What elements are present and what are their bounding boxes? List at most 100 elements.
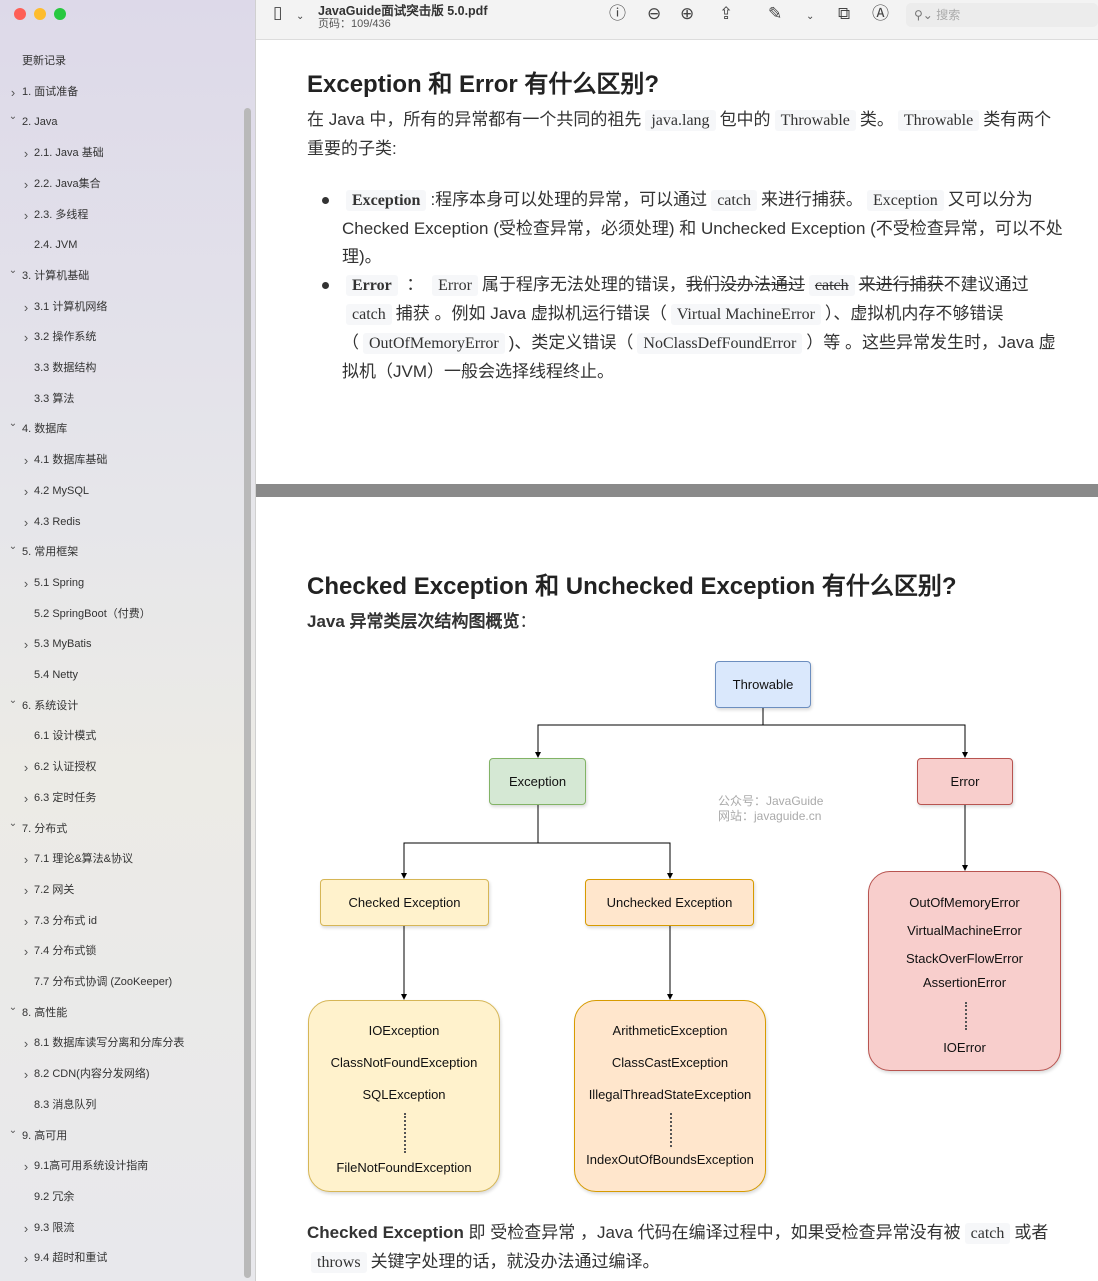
sidebar-item[interactable]: 9.2 冗余 — [34, 1190, 75, 1203]
sidebar-item[interactable]: 6.3 定时任务 — [34, 791, 97, 804]
sidebar-item[interactable]: 8. 高性能 — [22, 1006, 68, 1019]
chevron-right-icon[interactable]: › — [23, 207, 29, 223]
sidebar-item[interactable]: 3.3 数据结构 — [34, 362, 97, 374]
sidebar-item[interactable]: 2.2. Java集合 — [34, 177, 101, 190]
chevron-right-icon[interactable]: › — [23, 299, 29, 315]
inline-code: Exception — [866, 190, 944, 211]
sidebar-item[interactable]: 7.2 网关 — [34, 883, 75, 896]
chevron-right-icon[interactable]: › — [23, 790, 29, 806]
sidebar-item[interactable]: 8.1 数据库读写分离和分库分表 — [34, 1037, 185, 1050]
sidebar-item[interactable]: 更新记录 — [22, 55, 66, 67]
chevron-right-icon[interactable]: › — [10, 84, 16, 100]
chevron-right-icon[interactable]: › — [23, 944, 29, 960]
sidebar-item[interactable]: 6. 系统设计 — [22, 699, 79, 712]
inline-code: java.lang — [645, 110, 716, 131]
chevron-right-icon[interactable]: › — [23, 882, 29, 898]
search-icon: ⚲⌄ — [914, 8, 937, 22]
toolbar: ▯ ⌄ JavaGuide面试突击版 5.0.pdf 页码：109/436 ⓘ … — [256, 0, 1098, 40]
sidebar-item[interactable]: 5.1 Spring — [34, 576, 85, 589]
zoom-out-icon[interactable]: ⊖ — [647, 4, 662, 23]
chevron-right-icon[interactable]: › — [23, 575, 29, 591]
sidebar-item[interactable]: 2.4. JVM — [34, 239, 78, 252]
sidebar-item[interactable]: 7.3 分布式 id — [34, 914, 97, 927]
chevron-down-icon[interactable]: ⌄ — [8, 817, 18, 829]
sidebar-scrollbar[interactable] — [244, 108, 251, 1278]
page-separator — [256, 484, 1098, 497]
sidebar-item[interactable]: 3.1 计算机网络 — [34, 300, 108, 313]
chevron-right-icon[interactable]: › — [23, 453, 29, 469]
highlight-pen-icon[interactable]: ✎ — [768, 4, 783, 23]
rotate-icon[interactable]: ⧉ — [838, 4, 851, 23]
chevron-right-icon[interactable]: › — [23, 760, 29, 776]
chevron-right-icon[interactable]: › — [23, 1159, 29, 1175]
watermark-line: 网站：javaguide.cn — [718, 809, 822, 823]
info-icon[interactable]: ⓘ — [609, 4, 626, 23]
chevron-right-icon[interactable]: › — [23, 330, 29, 346]
sidebar-toggle-icon[interactable]: ▯ — [273, 3, 283, 22]
chevron-down-icon[interactable]: ⌄ — [8, 418, 18, 430]
page-indicator: 页码：109/436 — [318, 18, 391, 30]
sidebar-item[interactable]: 8.3 消息队列 — [34, 1098, 97, 1111]
sidebar-item[interactable]: 4.3 Redis — [34, 515, 81, 528]
chevron-right-icon[interactable]: › — [23, 1220, 29, 1236]
chevron-right-icon[interactable]: › — [23, 1036, 29, 1052]
unchecked-item: ArithmeticException — [612, 1023, 728, 1038]
unchecked-item: IllegalThreadStateException — [588, 1087, 752, 1102]
chevron-down-icon[interactable]: ⌄ — [8, 1124, 18, 1136]
chevron-right-icon[interactable]: › — [23, 913, 29, 929]
sidebar-item[interactable]: 1. 面试准备 — [22, 85, 79, 98]
search-placeholder: 搜索 — [936, 8, 961, 22]
sidebar-item[interactable]: 8.2 CDN(内容分发网络) — [34, 1068, 150, 1081]
text-segment: 来进行捕获 — [858, 275, 944, 294]
sidebar-item[interactable]: 9. 高可用 — [22, 1129, 68, 1142]
zoom-in-icon[interactable]: ⊕ — [680, 4, 695, 23]
chevron-right-icon[interactable]: › — [23, 176, 29, 192]
chevron-right-icon[interactable]: › — [23, 1067, 29, 1083]
chevron-down-icon[interactable]: ⌄ — [8, 1001, 18, 1013]
edge-exception-unchecked — [538, 842, 673, 879]
chevron-right-icon[interactable]: › — [23, 637, 29, 653]
search-input[interactable]: ⚲⌄ 搜索 — [906, 3, 1098, 27]
chevron-down-icon[interactable]: ⌄ — [8, 541, 18, 553]
sidebar-item[interactable]: 3.3 算法 — [34, 392, 75, 405]
sidebar-item[interactable]: 2.3. 多线程 — [34, 208, 89, 221]
sidebar-item[interactable]: 5. 常用框架 — [22, 546, 79, 559]
sidebar-item[interactable]: 5.4 Netty — [34, 669, 79, 681]
sidebar-item[interactable]: 9.4 超时和重试 — [34, 1252, 108, 1265]
sidebar-item[interactable]: 3. 计算机基础 — [22, 269, 90, 282]
sidebar-item[interactable]: 3.2 操作系统 — [34, 331, 97, 344]
chevron-right-icon[interactable]: › — [23, 146, 29, 162]
chevron-right-icon[interactable]: › — [23, 514, 29, 530]
sidebar-item[interactable]: 5.3 MyBatis — [34, 638, 92, 651]
error-item: IOError — [943, 1040, 986, 1055]
inline-code: catch — [808, 275, 855, 296]
sidebar-item[interactable]: 7. 分布式 — [22, 822, 68, 835]
chevron-down-icon[interactable]: ⌄ — [806, 11, 815, 22]
sidebar-item[interactable]: 9.1高可用系统设计指南 — [34, 1160, 149, 1173]
markup-icon[interactable]: Ⓐ — [872, 4, 889, 23]
sidebar-item[interactable]: 2.1. Java 基础 — [34, 147, 104, 160]
chevron-down-icon[interactable]: ⌄ — [8, 694, 18, 706]
sidebar-item[interactable]: 6.1 设计模式 — [34, 730, 97, 743]
sidebar-item[interactable]: 4. 数据库 — [22, 423, 68, 436]
sidebar-item[interactable]: 7.7 分布式协调 (ZooKeeper) — [34, 976, 173, 988]
share-icon[interactable]: ⇪ — [719, 4, 734, 23]
chevron-right-icon[interactable]: › — [23, 1251, 29, 1267]
sidebar-item[interactable]: 9.3 限流 — [34, 1221, 75, 1234]
chevron-right-icon[interactable]: › — [23, 852, 29, 868]
sidebar-item[interactable]: 4.2 MySQL — [34, 484, 90, 497]
chevron-down-icon[interactable]: ⌄ — [296, 11, 305, 22]
chevron-down-icon[interactable]: ⌄ — [8, 264, 18, 276]
sidebar-item[interactable]: 7.4 分布式锁 — [34, 945, 97, 958]
sidebar-item[interactable]: 5.2 SpringBoot（付费） — [34, 607, 151, 620]
close-window-button[interactable] — [14, 8, 26, 20]
zoom-window-button[interactable] — [54, 8, 66, 20]
sidebar-item[interactable]: 6.2 认证授权 — [34, 761, 97, 774]
chevron-right-icon[interactable]: › — [23, 483, 29, 499]
minimize-window-button[interactable] — [34, 8, 46, 20]
sidebar-item[interactable]: 2. Java — [22, 116, 58, 129]
edge-throwable-error — [763, 724, 968, 758]
sidebar-item[interactable]: 4.1 数据库基础 — [34, 454, 108, 467]
sidebar-item[interactable]: 7.1 理论&算法&协议 — [34, 853, 134, 866]
chevron-down-icon[interactable]: ⌄ — [8, 111, 18, 123]
